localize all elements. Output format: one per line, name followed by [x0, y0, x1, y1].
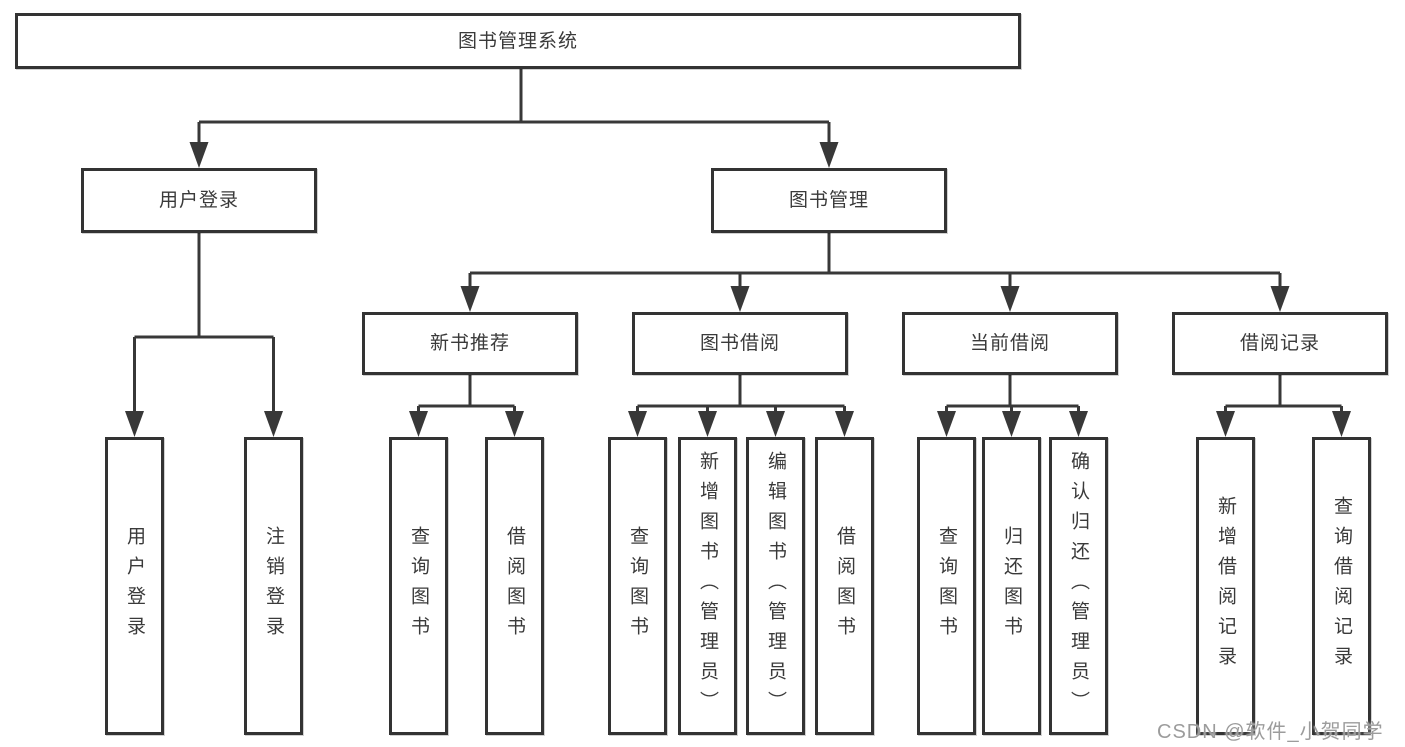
arrowhead-icon — [835, 411, 854, 437]
leaf-current-query-label: 查询图书 — [936, 526, 957, 646]
leaf-newbooks-query: 查询图书 — [389, 437, 448, 735]
leaf-borrow-borrow-label: 借阅图书 — [834, 526, 855, 646]
arrowhead-icon — [1000, 286, 1020, 312]
arrowhead-icon — [937, 411, 956, 437]
arrowhead-icon — [409, 411, 428, 437]
node-borrow-records-label: 借阅记录 — [1239, 333, 1320, 354]
arrowhead-icon — [1270, 286, 1290, 312]
leaf-logout-label: 注销登录 — [263, 526, 284, 646]
arrowhead-icon — [1332, 411, 1351, 437]
leaf-logout: 注销登录 — [244, 437, 303, 735]
arrowhead-icon — [460, 286, 480, 312]
leaf-records-query: 查询借阅记录 — [1312, 437, 1371, 735]
arrowhead-icon — [819, 142, 839, 168]
node-root-label: 图书管理系统 — [457, 30, 578, 52]
leaf-current-confirm-admin-label: 确认归还（管理员） — [1068, 451, 1089, 721]
leaf-user-login-label: 用户登录 — [124, 526, 145, 646]
arrowhead-icon — [264, 411, 283, 437]
node-new-book-recommend-label: 新书推荐 — [429, 333, 510, 354]
leaf-records-add-label: 新增借阅记录 — [1215, 496, 1236, 676]
leaf-records-query-label: 查询借阅记录 — [1331, 496, 1352, 676]
arrowhead-icon — [189, 142, 209, 168]
leaf-newbooks-query-label: 查询图书 — [408, 526, 429, 646]
arrowhead-icon — [505, 411, 524, 437]
node-new-book-recommend: 新书推荐 — [362, 312, 578, 375]
leaf-records-add: 新增借阅记录 — [1196, 437, 1255, 735]
node-book-management: 图书管理 — [711, 168, 947, 233]
node-book-borrow-label: 图书借阅 — [699, 333, 780, 354]
leaf-borrow-edit-admin: 编辑图书（管理员） — [746, 437, 805, 735]
leaf-newbooks-borrow-label: 借阅图书 — [504, 526, 525, 646]
node-current-borrow-label: 当前借阅 — [969, 333, 1050, 354]
node-book-borrow: 图书借阅 — [632, 312, 848, 375]
node-user-login-group: 用户登录 — [81, 168, 317, 233]
arrowhead-icon — [1002, 411, 1021, 437]
node-borrow-records: 借阅记录 — [1172, 312, 1388, 375]
node-user-login-group-label: 用户登录 — [158, 190, 239, 211]
arrowhead-icon — [730, 286, 750, 312]
arrowhead-icon — [1069, 411, 1088, 437]
arrowhead-icon — [628, 411, 647, 437]
leaf-user-login: 用户登录 — [105, 437, 164, 735]
leaf-current-return: 归还图书 — [982, 437, 1041, 735]
node-book-management-label: 图书管理 — [788, 190, 869, 211]
leaf-current-query: 查询图书 — [917, 437, 976, 735]
leaf-newbooks-borrow: 借阅图书 — [485, 437, 544, 735]
arrowhead-icon — [125, 411, 144, 437]
leaf-borrow-query-label: 查询图书 — [627, 526, 648, 646]
leaf-borrow-edit-admin-label: 编辑图书（管理员） — [765, 451, 786, 721]
leaf-current-return-label: 归还图书 — [1001, 526, 1022, 646]
leaf-borrow-borrow: 借阅图书 — [815, 437, 874, 735]
leaf-current-confirm-admin: 确认归还（管理员） — [1049, 437, 1108, 735]
node-current-borrow: 当前借阅 — [902, 312, 1118, 375]
arrowhead-icon — [766, 411, 785, 437]
leaf-borrow-add-admin: 新增图书（管理员） — [678, 437, 737, 735]
leaf-borrow-add-admin-label: 新增图书（管理员） — [697, 451, 718, 721]
watermark: CSDN @软件_小贺同学 — [1157, 721, 1384, 743]
arrowhead-icon — [1216, 411, 1235, 437]
leaf-borrow-query: 查询图书 — [608, 437, 667, 735]
node-root: 图书管理系统 — [15, 13, 1021, 69]
arrowhead-icon — [698, 411, 717, 437]
